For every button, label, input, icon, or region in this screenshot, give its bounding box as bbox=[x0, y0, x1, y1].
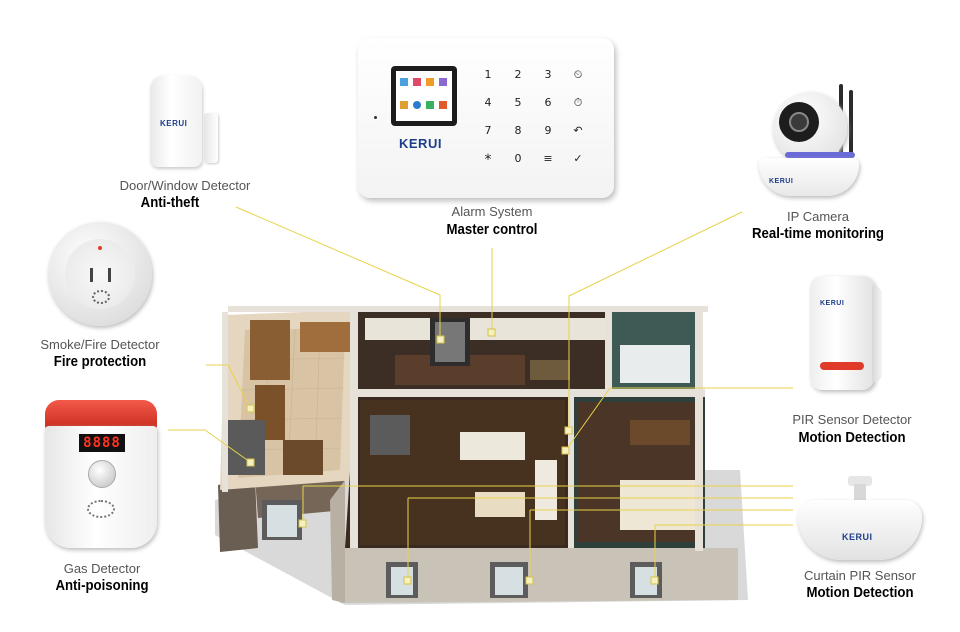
leader-pir bbox=[565, 387, 793, 451]
key-8: 8 bbox=[514, 124, 522, 137]
camera-kerui-logo: KERUI bbox=[769, 178, 794, 185]
alarm-label: Alarm System bbox=[451, 204, 533, 219]
door-feature: Anti-theft bbox=[140, 194, 200, 211]
curtain-label: Curtain PIR Sensor bbox=[804, 568, 916, 583]
key-timer-icon: ⏱ bbox=[573, 96, 583, 109]
alarm-kerui-logo: KERUI bbox=[399, 136, 442, 151]
leader-smoke bbox=[206, 364, 251, 409]
gas-label: Gas Detector bbox=[63, 561, 141, 576]
door-label: Door/Window Detector bbox=[119, 178, 251, 193]
key-star: * bbox=[484, 152, 492, 168]
key-0: 0 bbox=[514, 152, 522, 165]
key-back-icon: ↶ bbox=[573, 124, 583, 137]
curtain-pir-device: KERUI bbox=[798, 476, 922, 564]
smoke-label: Smoke/Fire Detector bbox=[40, 337, 160, 352]
smoke-feature: Fire protection bbox=[53, 353, 147, 370]
key-9: 9 bbox=[544, 124, 552, 137]
key-menu-icon: ≡ bbox=[543, 152, 553, 165]
pir-kerui-logo: KERUI bbox=[820, 300, 845, 307]
key-5: 5 bbox=[514, 96, 522, 109]
alarm-feature: Master control bbox=[446, 221, 538, 238]
leader-camera bbox=[568, 211, 743, 430]
keypad: 1 2 3 ⏲ 4 5 6 ⏱ 7 8 9 ↶ * 0 ≡ ✓ bbox=[476, 68, 596, 178]
pir-feature: Motion Detection bbox=[798, 429, 906, 446]
key-3: 3 bbox=[544, 68, 552, 81]
gas-display: 8888 bbox=[79, 434, 125, 452]
alarm-screen bbox=[391, 66, 457, 126]
key-2: 2 bbox=[514, 68, 522, 81]
door-window-detector-device: KERUI bbox=[150, 75, 225, 170]
gas-feature: Anti-poisoning bbox=[55, 577, 149, 594]
alarm-panel-device: KERUI 1 2 3 ⏲ 4 5 6 ⏱ 7 8 9 ↶ * 0 ≡ ✓ bbox=[358, 38, 614, 198]
camera-feature: Real-time monitoring bbox=[751, 225, 884, 242]
pir-label: PIR Sensor Detector bbox=[792, 412, 912, 427]
key-6: 6 bbox=[544, 96, 552, 109]
pir-sensor-device: KERUI bbox=[810, 276, 882, 392]
curtain-feature: Motion Detection bbox=[806, 584, 914, 601]
key-1: 1 bbox=[484, 68, 492, 81]
key-clock-icon: ⏲ bbox=[573, 68, 583, 81]
smoke-detector-device bbox=[48, 222, 152, 326]
brick-wall bbox=[218, 478, 258, 552]
kerui-logo: KERUI bbox=[160, 119, 188, 128]
leader-gas bbox=[168, 429, 251, 463]
key-4: 4 bbox=[484, 96, 492, 109]
ip-camera-device: KERUI bbox=[755, 82, 865, 202]
curtain-kerui-logo: KERUI bbox=[842, 532, 873, 542]
key-check-icon: ✓ bbox=[573, 152, 583, 165]
leader-door bbox=[235, 206, 441, 340]
gas-detector-device: 8888 bbox=[45, 400, 157, 550]
key-7: 7 bbox=[484, 124, 492, 137]
camera-label: IP Camera bbox=[787, 209, 849, 224]
